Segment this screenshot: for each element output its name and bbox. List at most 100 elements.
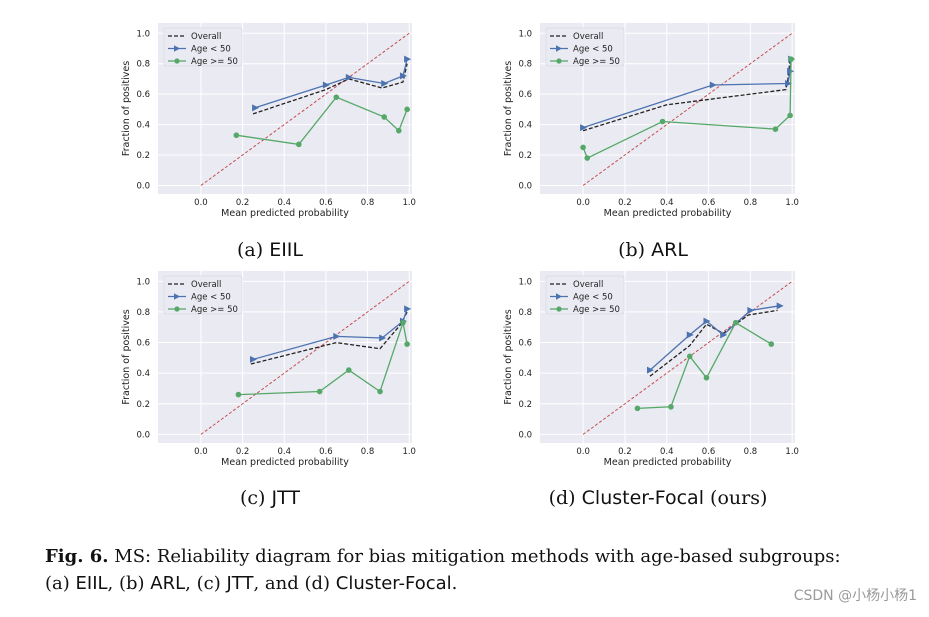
y-tick-label: 0.8 [518, 308, 532, 318]
data-point [379, 334, 387, 342]
x-tick-label: 0.8 [361, 447, 375, 457]
data-point [233, 132, 240, 139]
data-point [634, 405, 641, 412]
caption-b-label: , (b) [107, 573, 145, 594]
data-point [381, 114, 388, 120]
x-axis-label: Mean predicted probability [604, 457, 732, 468]
series-line [649, 305, 780, 371]
y-tick-label: 0.0 [136, 181, 150, 191]
data-point [346, 367, 352, 373]
data-point [377, 388, 383, 395]
legend-label: Age >= 50 [573, 57, 620, 67]
diagonal-reference-line [200, 32, 410, 186]
data-point [395, 127, 402, 134]
subcaption-d-method: Cluster-Focal [581, 487, 704, 509]
data-point [709, 81, 717, 89]
y-tick-label: 0.0 [518, 181, 532, 191]
data-point [316, 388, 323, 395]
data-point [785, 79, 793, 87]
legend-label: Age >= 50 [191, 57, 238, 67]
x-axis-label: Mean predicted probability [221, 457, 349, 468]
data-point [732, 319, 739, 326]
data-point [703, 317, 711, 325]
legend-marker [174, 45, 180, 52]
legend-marker [174, 58, 180, 64]
legend-label: Age < 50 [191, 293, 231, 303]
data-point [668, 404, 674, 410]
x-tick-label: 0.4 [660, 198, 674, 208]
y-axis-label: Fraction of positives [121, 61, 132, 156]
caption-d-method: Cluster-Focal [335, 573, 452, 594]
y-tick-label: 1.0 [518, 277, 532, 287]
data-point [720, 331, 728, 339]
subcaption-b: (b) ARL [503, 239, 803, 261]
data-point [296, 141, 302, 148]
x-tick-label: 0.6 [702, 198, 716, 208]
data-point [322, 81, 330, 89]
caption-end: . [451, 573, 458, 594]
x-tick-label: 0.8 [744, 198, 758, 208]
x-tick-label: 0.8 [361, 198, 375, 208]
data-point [788, 56, 794, 62]
data-point [333, 332, 341, 340]
legend-label: Overall [191, 280, 221, 290]
data-point [404, 55, 412, 63]
subcaption-a-label: (a) [236, 239, 264, 261]
y-tick-label: 0.2 [136, 151, 150, 161]
subcaption-d-label: (d) [548, 487, 576, 509]
legend-box [163, 27, 243, 67]
subcaption-d: (d) Cluster-Focal (ours) [498, 487, 818, 509]
legend-label: Age >= 50 [573, 305, 620, 315]
data-point [647, 366, 655, 374]
y-tick-label: 0.8 [518, 60, 532, 70]
x-tick-label: 0.0 [194, 447, 208, 457]
y-tick-label: 0.4 [518, 369, 532, 379]
y-axis-label: Fraction of positives [503, 61, 514, 156]
legend-marker [556, 58, 562, 64]
x-tick-label: 0.8 [744, 447, 758, 457]
y-tick-label: 0.2 [518, 400, 532, 410]
data-point [686, 331, 694, 339]
figure-caption: Fig. 6. MS: Reliability diagram for bias… [45, 543, 905, 597]
y-tick-label: 0.4 [518, 121, 532, 131]
data-point [747, 306, 755, 314]
caption-b-method: ARL [150, 573, 186, 594]
y-tick-label: 0.6 [136, 90, 150, 100]
legend-marker [556, 306, 562, 312]
diagonal-reference-line [582, 280, 793, 435]
subcaption-b-label: (b) [618, 239, 646, 261]
data-point [584, 155, 591, 161]
x-tick-label: 0.4 [277, 198, 291, 208]
legend-box [163, 275, 243, 315]
y-tick-label: 0.8 [136, 60, 150, 70]
x-tick-label: 1.0 [402, 447, 416, 457]
y-tick-label: 1.0 [136, 29, 150, 39]
legend-label: Age >= 50 [191, 305, 238, 315]
subcaption-a-method: EIIL [269, 239, 303, 261]
data-point [404, 341, 410, 347]
x-tick-label: 0.2 [236, 447, 250, 457]
x-axis-label: Mean predicted probability [604, 208, 732, 219]
legend-label: Overall [573, 32, 603, 42]
legend-box [545, 27, 625, 67]
subcaption-a: (a) EIIL [120, 239, 420, 261]
x-tick-label: 1.0 [785, 198, 799, 208]
legend-marker [174, 293, 180, 300]
data-point [659, 118, 666, 125]
y-axis-label: Fraction of positives [121, 309, 132, 404]
y-tick-label: 0.4 [136, 121, 150, 131]
data-point [686, 353, 693, 360]
legend-label: Age < 50 [191, 45, 231, 55]
caption-a-label: (a) [45, 573, 70, 594]
y-tick-label: 0.6 [518, 339, 532, 349]
data-point [768, 341, 775, 347]
subcaption-c-label: (c) [240, 487, 266, 509]
x-tick-label: 0.0 [194, 198, 208, 208]
x-axis-label: Mean predicted probability [221, 208, 349, 219]
y-tick-label: 0.6 [136, 339, 150, 349]
